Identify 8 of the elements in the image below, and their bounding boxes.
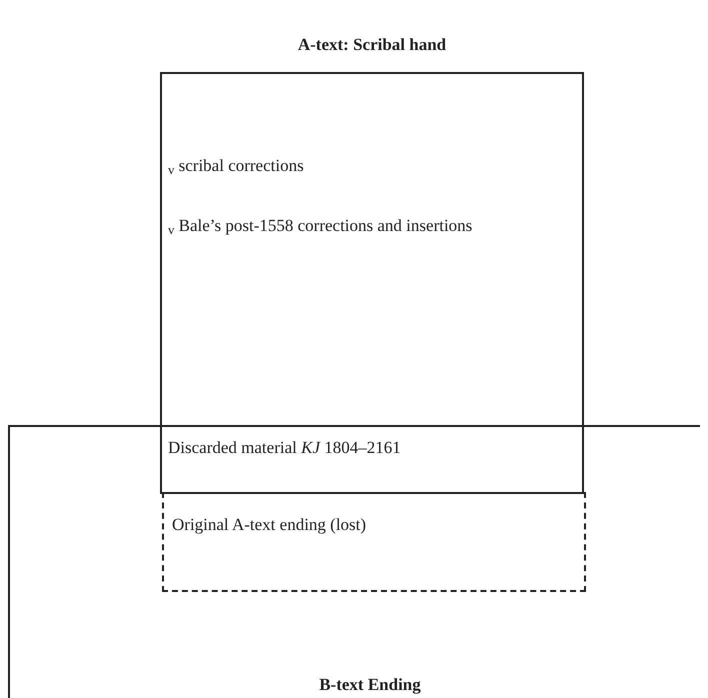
box-text: Discarded material KJ 1804–2161 xyxy=(168,437,402,459)
dashed-box xyxy=(162,492,586,592)
text-box xyxy=(8,425,700,698)
box-heading: A-text: Scribal hand xyxy=(296,34,448,56)
box-heading: B-text Ending xyxy=(318,674,422,696)
box-text: $_{v}$ Bale’s post-1558 corrections and insertions xyxy=(168,215,474,240)
box-text: $_{v}$ scribal corrections xyxy=(168,155,305,180)
box-text: Original A-text ending (lost) xyxy=(172,514,368,536)
